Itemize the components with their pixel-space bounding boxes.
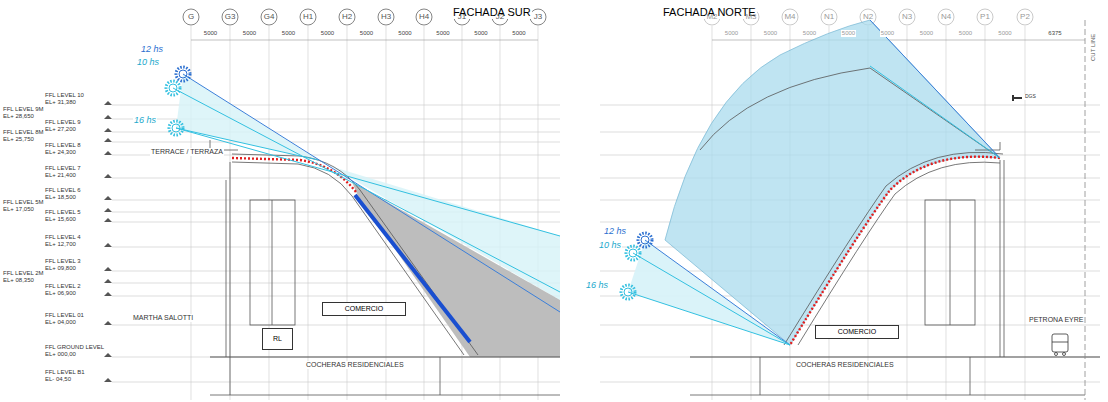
dimension: 5000 xyxy=(997,30,1012,37)
dimension: 5000 xyxy=(281,30,296,37)
level-name: FFL LEVEL 5 xyxy=(44,209,82,216)
space-label: TERRACE / TERRAZA xyxy=(150,148,224,156)
dimension: 5000 xyxy=(880,30,895,37)
level-name: FFL LEVEL 7 xyxy=(44,165,82,172)
grid-label: J1 xyxy=(457,12,467,21)
grid-label: H2 xyxy=(341,12,353,21)
dimension: 5000 xyxy=(511,30,526,37)
level-name: FFL LEVEL 8 xyxy=(44,142,82,149)
level-name: FFL LEVEL 5M xyxy=(2,199,45,206)
level-elevation: EL+ 25,750 xyxy=(2,136,35,143)
sun-time: 12 hs xyxy=(603,226,627,236)
level-name: FFL LEVEL 01 xyxy=(44,312,85,319)
level-name: FFL LEVEL 8M xyxy=(2,129,45,136)
level-elevation: EL+ 28,650 xyxy=(2,113,35,120)
tag: DGS xyxy=(1024,94,1037,100)
level-elevation: EL- 04,50 xyxy=(44,376,72,383)
level-name: FFL LEVEL 4 xyxy=(44,234,82,241)
dimension: 5000 xyxy=(397,30,412,37)
level-elevation: EL+ 12,700 xyxy=(44,241,77,248)
grid-label: N2 xyxy=(862,12,874,21)
dimension: 5000 xyxy=(958,30,973,37)
dimension: 5000 xyxy=(841,30,856,37)
grid-label: H3 xyxy=(380,12,392,21)
level-elevation: EL+ 18,500 xyxy=(44,194,77,201)
dimension: 6375 xyxy=(1047,30,1062,37)
grid-label: J3 xyxy=(533,12,543,21)
dimension: 5000 xyxy=(919,30,934,37)
level-elevation: EL+ 31,380 xyxy=(44,99,77,106)
level-name: FFL LEVEL 9M xyxy=(2,106,45,113)
level-name: FFL LEVEL 10 xyxy=(44,92,85,99)
dimension: 5000 xyxy=(359,30,374,37)
dimension: 5000 xyxy=(473,30,488,37)
room-name: COMERCIO xyxy=(838,328,877,335)
level-elevation: EL+ 15,600 xyxy=(44,216,77,223)
dimension: 5000 xyxy=(203,30,218,37)
grid-label: J2 xyxy=(495,12,505,21)
space-label: COCHERAS RESIDENCIALES xyxy=(305,361,405,369)
grid-label: P2 xyxy=(1019,12,1031,21)
level-name: FFL GROUND LEVEL xyxy=(44,344,105,351)
level-elevation: EL+ 09,800 xyxy=(44,265,77,272)
dimension: 5000 xyxy=(242,30,257,37)
room-name: RL xyxy=(273,335,282,342)
grid-label: N4 xyxy=(940,12,952,21)
room-box: RL xyxy=(262,328,293,350)
room-box: COMERCIO xyxy=(322,302,406,316)
level-name: FFL LEVEL 2 xyxy=(44,283,82,290)
level-elevation: EL+ 21,400 xyxy=(44,172,77,179)
sun-time: 16 hs xyxy=(133,115,157,125)
room-box: COMERCIO xyxy=(815,325,899,339)
level-name: FFL LEVEL 6 xyxy=(44,187,82,194)
level-elevation: EL+ 000,00 xyxy=(44,351,77,358)
street-name: MARTHA SALOTTI xyxy=(132,314,194,322)
level-elevation: EL+ 24,300 xyxy=(44,149,77,156)
grid-label: G3 xyxy=(224,12,237,21)
grid-label: M3 xyxy=(744,12,757,21)
grid-label: M2 xyxy=(705,12,718,21)
level-elevation: EL+ 06,900 xyxy=(44,290,77,297)
level-name: FFL LEVEL B1 xyxy=(44,369,86,376)
sun-time: 10 hs xyxy=(598,240,622,250)
grid-label: N3 xyxy=(901,12,913,21)
cut-line-label: CUT LINE xyxy=(1090,33,1097,62)
level-name: FFL LEVEL 2M xyxy=(2,270,45,277)
room-name: COMERCIO xyxy=(345,305,384,312)
dimension: 5000 xyxy=(320,30,335,37)
street-name: PETRONA EYRE xyxy=(1028,316,1084,324)
space-label: COCHERAS RESIDENCIALES xyxy=(795,361,895,369)
grid-label: N1 xyxy=(823,12,835,21)
level-elevation: EL+ 17,050 xyxy=(2,206,35,213)
dimension: 5000 xyxy=(435,30,450,37)
level-elevation: EL+ 08,350 xyxy=(2,277,35,284)
sun-time: 16 hs xyxy=(585,280,609,290)
grid-label: H1 xyxy=(302,12,314,21)
grid-label: H4 xyxy=(418,12,430,21)
grid-label: P1 xyxy=(979,12,991,21)
grid-label: M4 xyxy=(783,12,796,21)
level-elevation: EL+ 27,200 xyxy=(44,126,77,133)
level-name: FFL LEVEL 9 xyxy=(44,119,82,126)
grid-label: G xyxy=(187,12,195,21)
level-name: FFL LEVEL 3 xyxy=(44,258,82,265)
grid-label: G4 xyxy=(263,12,276,21)
sun-time: 12 hs xyxy=(140,44,164,54)
dimension: 5000 xyxy=(802,30,817,37)
level-elevation: EL+ 04,000 xyxy=(44,319,77,326)
sun-time: 10 hs xyxy=(136,57,160,67)
dimension: 5000 xyxy=(724,30,739,37)
dimension: 5000 xyxy=(763,30,778,37)
